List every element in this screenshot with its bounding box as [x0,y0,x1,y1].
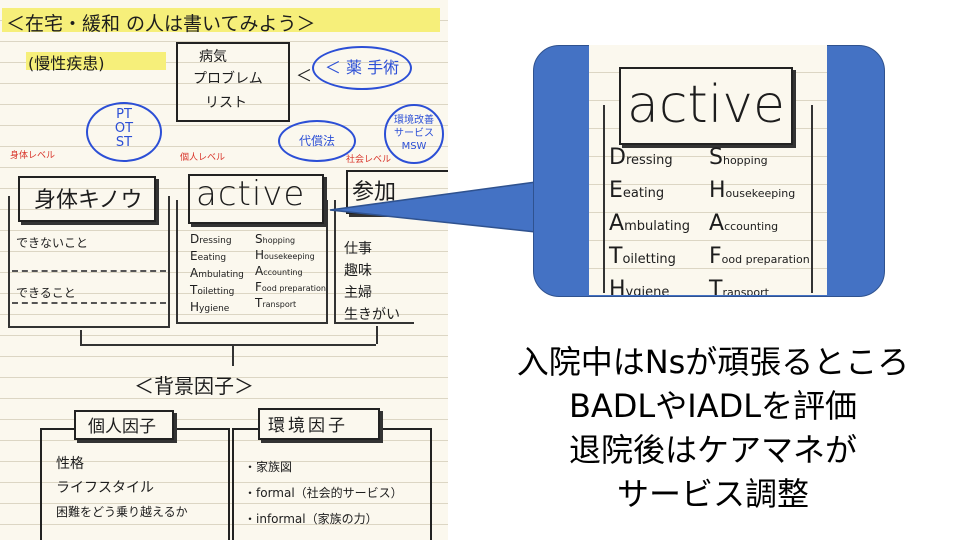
active-bottom-line [176,322,326,324]
level-social-label: 社会レベル [346,155,392,165]
participation-item: 生きがい [344,307,400,323]
environment-factor-item: ・formal（社会的サービス） [244,486,403,500]
adl-right-item: Shopping [255,232,296,246]
left-bracket-line [8,196,10,326]
adl-left-item: Ambulating [190,266,244,280]
active-left-line [176,200,178,324]
active-box [188,174,324,224]
zoom-left-item: Ambulating [609,211,690,236]
active-right-line [326,200,328,324]
participation-item: 仕事 [344,241,372,257]
title-highlight [2,8,440,32]
tree-left-drop [80,330,82,344]
notes-subtitle: (慢性疾患) [28,54,105,73]
personal-factor-list: 性格 ライフスタイル 困難をどう乗り越えるか [56,452,188,524]
divider-dash-1 [12,270,166,272]
participation-item: 主婦 [344,285,372,301]
zoomed-active-detail: active Dressing Eeating Ambulating Toile… [589,45,827,295]
caption-line-1: 入院中はNsが頑張るところ [516,343,910,381]
adl-right-item: Housekeeping [255,248,315,262]
participation-list: 仕事 趣味 主婦 生きがい [344,238,400,326]
personal-factor-text: 個人因子 [88,417,156,437]
adl-left-item: Eeating [190,249,227,263]
adl-right-item: Transport [255,296,297,310]
zoom-right-item: Shopping [709,145,768,170]
tree-right-drop [376,326,378,344]
caption-line-3: 退院後はケアマネが [568,431,857,469]
subtitle-highlight [26,52,166,70]
background-title: ＜背景因子＞ [134,374,254,398]
zoom-left-line [603,105,605,293]
environment-factor-item: ・家族図 [244,460,293,474]
participation-left-line [334,200,336,324]
personal-factor-item: ライフスタイル [56,480,154,496]
personal-factor-item: 性格 [56,456,84,472]
adl-list-left: Dressing Eeating Ambulating Toiletting H… [190,232,244,317]
divider-dash-2 [12,302,166,304]
personal-factor-item: 困難をどう乗り越えるか [56,505,188,519]
participation-text: 参加 [352,180,397,205]
zoom-right-item: Housekeeping [709,178,796,203]
adl-left-item: Dressing [190,232,232,246]
problem-list-box [176,42,290,122]
drug-arrow-label: ＜ [296,66,313,85]
therapy-st: ST [115,135,133,150]
notes-title: ＜在宅・緩和 の人は書いてみよう＞ [6,13,316,35]
slide-caption: 入院中はNsが頑張るところ BADLやIADLを評価 退院後はケアマネが サービ… [478,340,948,516]
problem-line-3: リスト [205,95,247,111]
drug-surgery-bubble: ＜ 薬 手術 [312,46,412,90]
zoom-list-right: Shopping Housekeeping Accounting Food pr… [709,143,810,295]
participation-item: 趣味 [344,263,372,279]
tree-horizontal [80,344,376,346]
body-function-text: 身体キノウ [34,188,143,213]
environment-factor-list: ・家族図 ・formal（社会的サービス） ・informal（家族の力） [244,454,403,532]
drug-surgery-text: ＜ 薬 手術 [324,58,400,77]
compensation-bubble: 代償法 [278,120,356,162]
therapy-pt: PT [116,107,132,122]
zoom-left-item: Hygiene [609,277,670,295]
environment-factor-item: ・informal（家族の力） [244,512,378,526]
env-line-1: 環境改善 [394,115,434,126]
adl-left-item: Hygiene [190,300,230,314]
problem-line-2: プロブレム [193,71,263,87]
zoom-list-left: Dressing Eeating Ambulating Toiletting H… [609,143,690,295]
zoom-right-item: Food preparation [709,244,810,269]
zoom-active-word: active [619,67,793,145]
caption-line-2: BADLやIADLを評価 [568,387,858,425]
zoom-left-item: Toiletting [609,244,676,269]
left-bottom-line [8,326,168,328]
adl-right-item: Accounting [255,264,303,278]
personal-factor-box [74,410,174,440]
active-text: active [196,174,306,214]
body-right-line [168,196,170,328]
can-label: できること [16,286,76,300]
zoom-right-line [811,105,813,293]
environment-bubble: 環境改善 サービス MSW [384,104,444,164]
body-function-box [18,176,156,222]
therapy-bubble: PT OT ST [86,102,162,162]
zoom-left-item: Dressing [609,145,673,170]
compensation-text: 代償法 [298,134,335,148]
notebook-page: ＜在宅・緩和 の人は書いてみよう＞ (慢性疾患) 病気 プロブレム リスト ＜ … [0,0,448,540]
caption-line-4: サービス調整 [616,475,809,513]
environment-factor-box [258,408,380,440]
participation-bottom-line [334,322,414,324]
zoom-left-item: Eeating [609,178,665,203]
level-body-label: 身体レベル [10,151,56,161]
zoom-right-item: Accounting [709,211,779,236]
adl-list-right: Shopping Housekeeping Accounting Food pr… [255,232,326,312]
env-line-2: サービス [394,128,434,139]
environment-factor-text: 環境因子 [268,416,348,436]
problem-line-1: 病気 [199,49,227,65]
level-individual-label: 個人レベル [180,153,226,163]
zoom-right-item: Transport [709,277,769,295]
therapy-ot: OT [114,121,134,136]
tree-center-drop [232,344,234,366]
adl-left-item: Toiletting [190,283,235,297]
adl-right-item: Food preparation [255,280,326,294]
env-line-3: MSW [401,141,427,152]
cannot-label: できないこと [16,236,89,250]
